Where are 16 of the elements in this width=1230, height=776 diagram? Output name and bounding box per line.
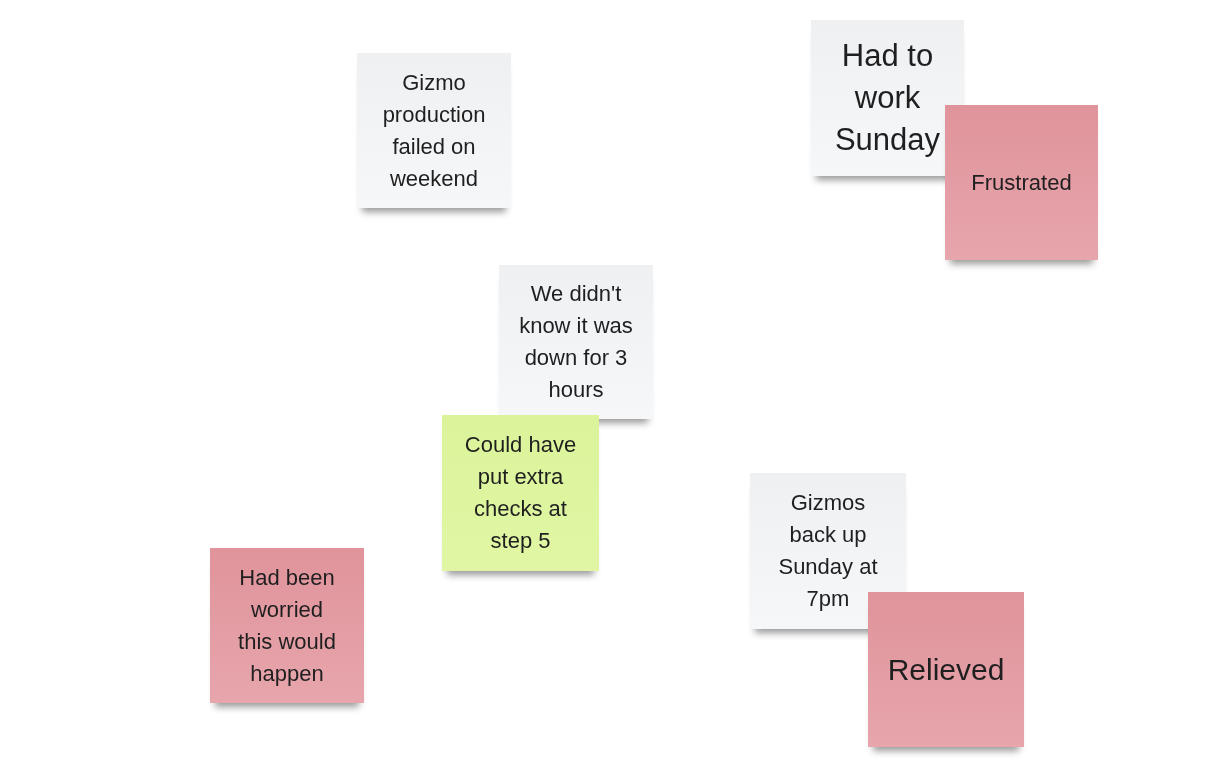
- sticky-note: [357, 53, 511, 208]
- note-text: Frustrated: [971, 168, 1072, 197]
- sticky-note: [811, 20, 964, 176]
- sticky-note: [945, 105, 1098, 260]
- sticky-note: [868, 592, 1024, 747]
- note-text: Had been worried this would happen: [237, 563, 337, 688]
- note-text: Relieved: [887, 651, 1005, 688]
- note-text: Could have put extra checks at step 5: [463, 431, 578, 555]
- sticky-note: [442, 415, 599, 571]
- sticky-note: [499, 265, 653, 419]
- sticky-note: [750, 473, 906, 629]
- note-text: We didn't know it was down for 3 hours: [518, 280, 634, 404]
- note-text: Gizmo production failed on weekend: [381, 68, 487, 193]
- sticky-note: [210, 548, 364, 703]
- note-text: Had to work Sunday: [833, 37, 942, 159]
- note-text: Gizmos back up Sunday at 7pm: [777, 489, 879, 613]
